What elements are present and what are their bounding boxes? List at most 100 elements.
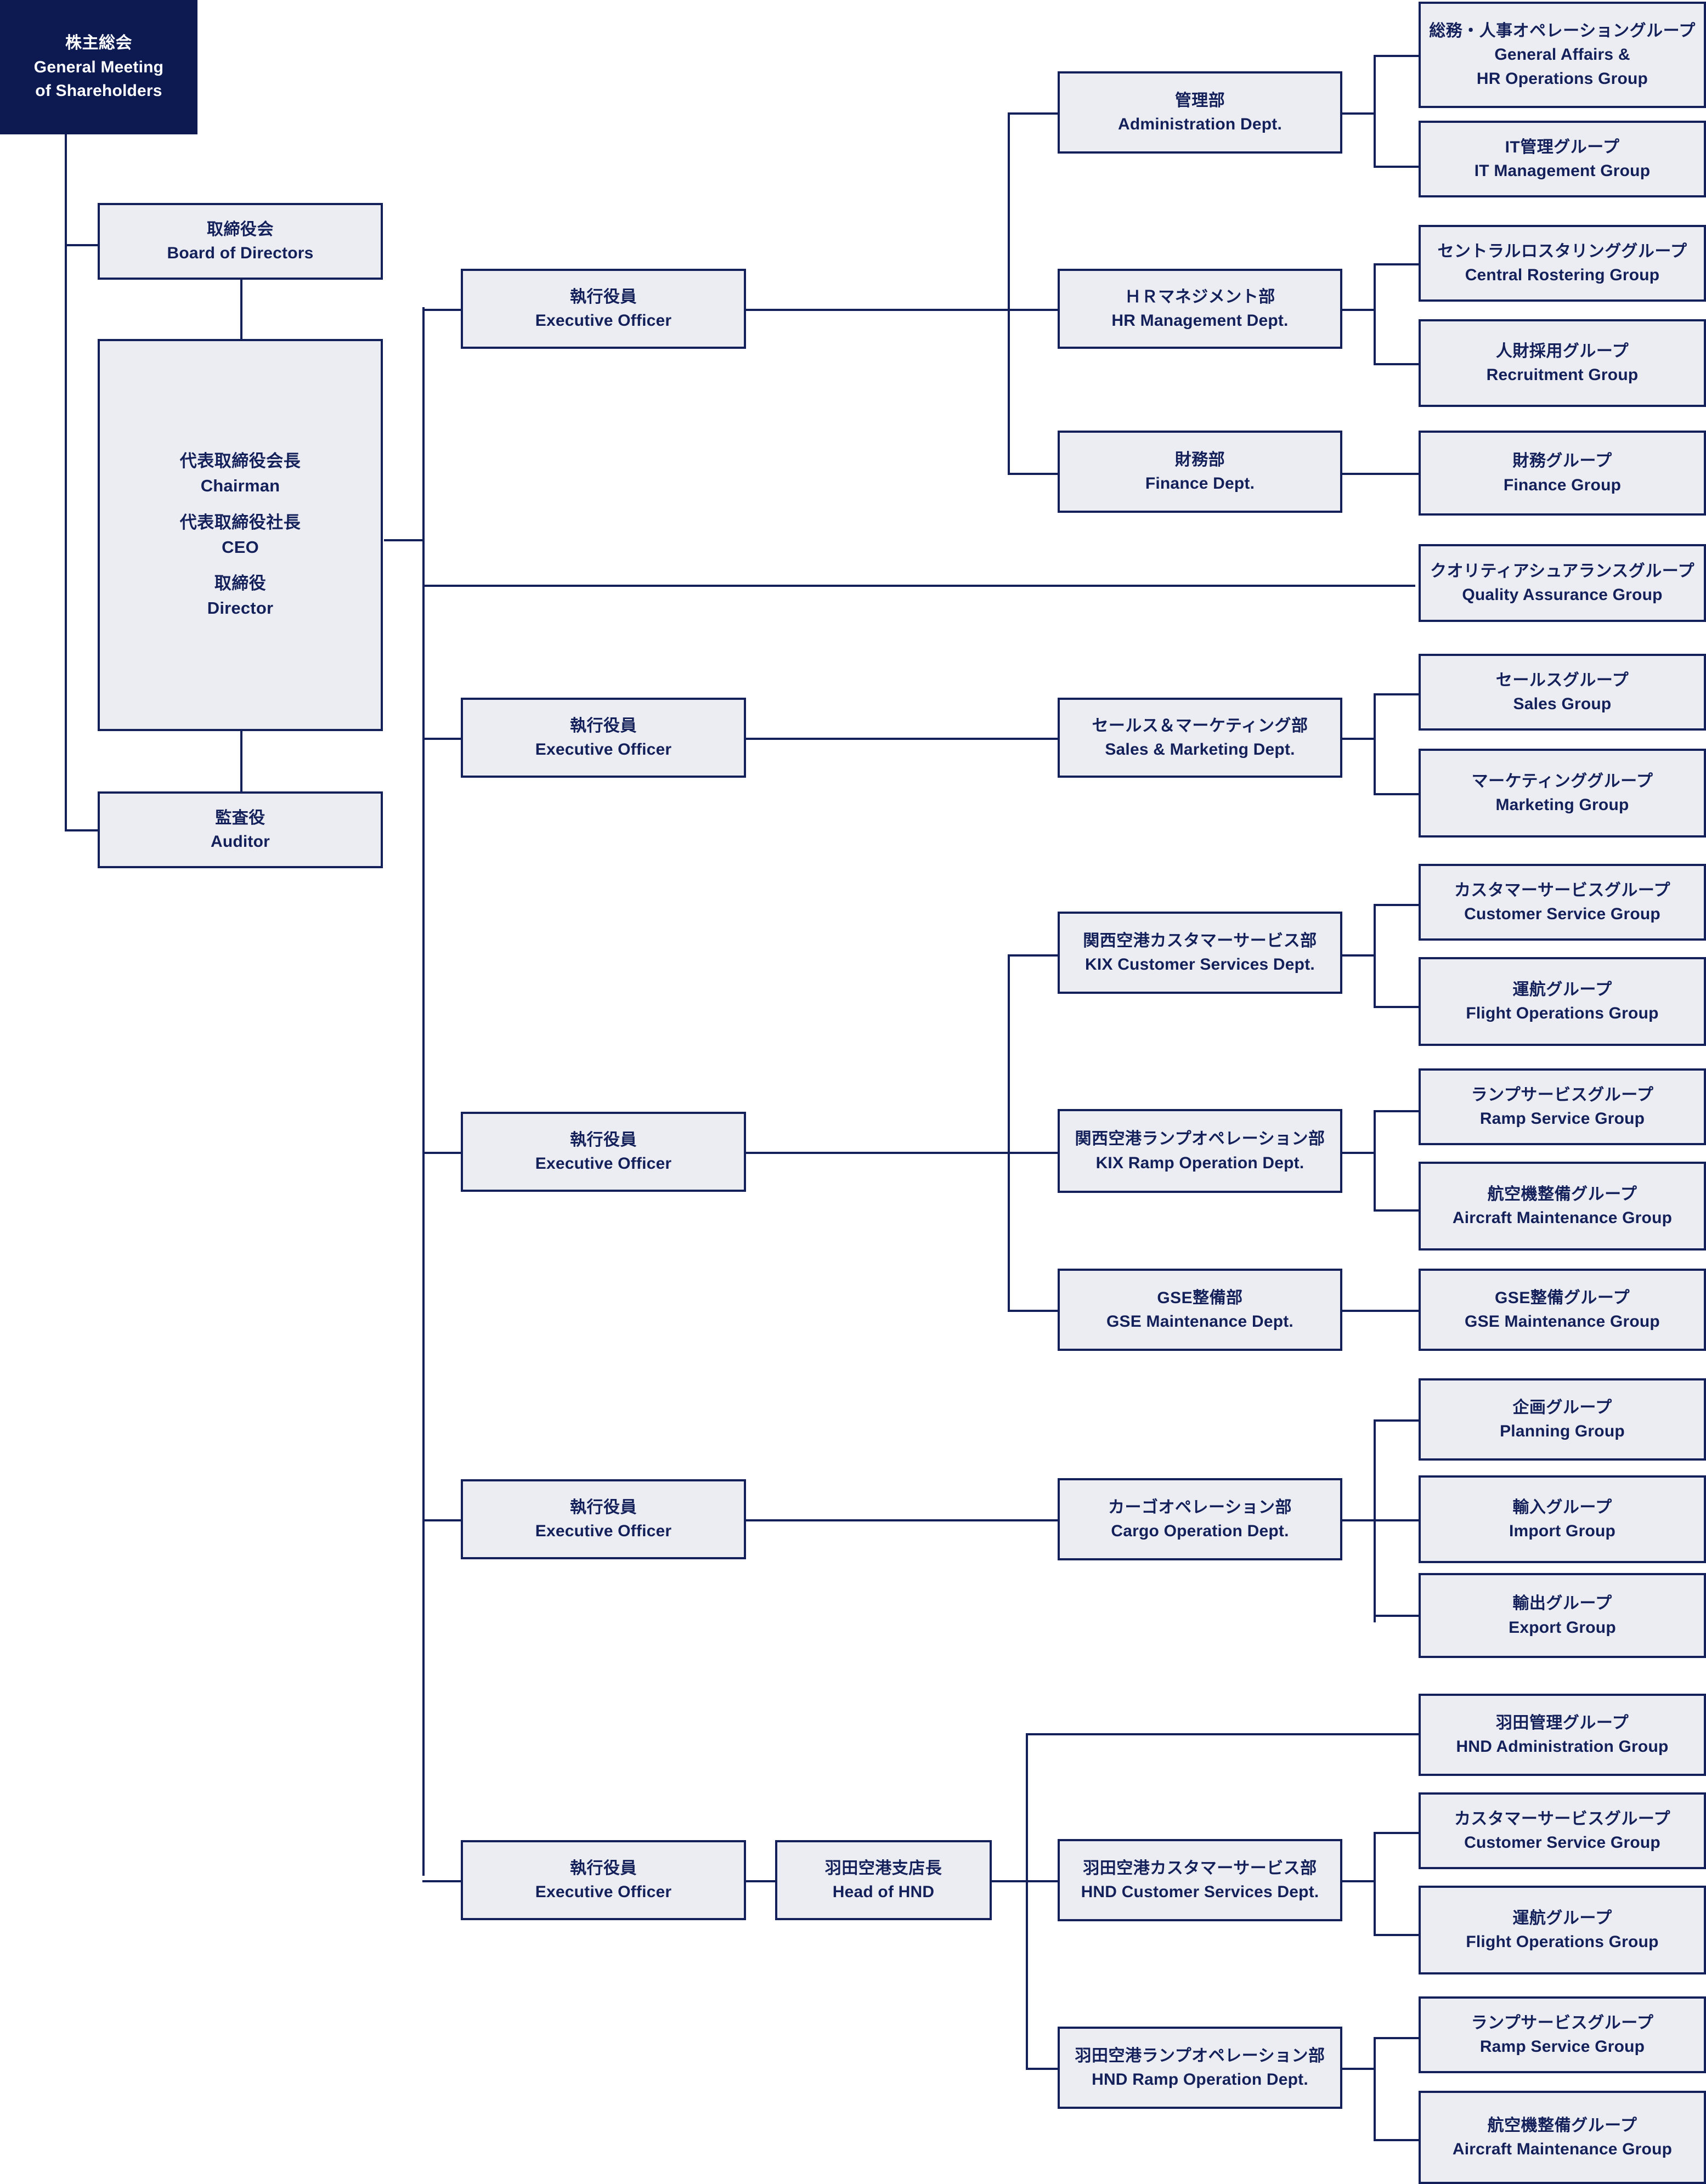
node-board-of-directors[interactable]: 取締役会 Board of Directors [98,203,383,280]
node-en-label: Chairman [200,476,280,495]
node-export-group[interactable]: 輸出グループ Export Group [1419,1573,1706,1658]
node-kix-customer-service-group[interactable]: カスタマーサービスグループ Customer Service Group [1419,864,1706,941]
connector-kixrampsvc-grp [1374,1110,1421,1112]
node-kix-ramp-service-group[interactable]: ランプサービスグループ Ramp Service Group [1419,1068,1706,1145]
node-kix-customer-services-dept[interactable]: 関西空港カスタマーサービス部 KIX Customer Services Dep… [1058,912,1342,994]
connector-hnd-bus-v [1026,1733,1028,2070]
connector-sales-out [1342,738,1375,740]
connector-ceo-auditor [240,729,242,793]
node-jp-label: GSE整備部 [1157,1288,1243,1307]
node-auditor[interactable]: 監査役 Auditor [98,791,383,868]
node-en-label: Executive Officer [535,312,672,330]
node-kix-ramp-operation-dept[interactable]: 関西空港ランプオペレーション部 KIX Ramp Operation Dept. [1058,1109,1342,1193]
node-en-label: Aircraft Maintenance Group [1452,2140,1673,2158]
connector-kixacm-grp [1374,1209,1421,1212]
connector-kixramp-v [1374,1110,1376,1211]
node-en-label: KIX Customer Services Dept. [1085,955,1315,974]
node-en-label: HND Administration Group [1456,1738,1669,1756]
node-en-label: Finance Dept. [1145,474,1255,493]
node-en-label: General Meeting of Shareholders [33,58,164,100]
node-jp-label: 株主総会 [65,34,132,53]
node-jp-label: 代表取締役会長 [179,451,301,471]
node-jp-label: GSE整備グループ [1494,1288,1630,1307]
node-it-management-group[interactable]: IT管理グループ IT Management Group [1419,121,1706,197]
node-executive-officer-4[interactable]: 執行役員 Executive Officer [461,1479,746,1559]
node-central-rostering-group[interactable]: セントラルロスタリンググループ Central Rostering Group [1419,225,1706,302]
node-en-label: Administration Dept. [1117,115,1282,133]
node-jp-label: 執行役員 [570,1130,637,1149]
node-chairman-ceo-director[interactable]: 代表取締役会長 Chairman 代表取締役社長 CEO 取締役 Directo… [98,339,383,731]
connector-kixcs-out [1342,954,1375,957]
node-en-label: Import Group [1509,1522,1616,1540]
node-hnd-ramp-service-group[interactable]: ランプサービスグループ Ramp Service Group [1419,1996,1706,2073]
node-jp-label: IT管理グループ [1505,138,1620,156]
node-planning-group[interactable]: 企画グループ Planning Group [1419,1378,1706,1461]
node-finance-group[interactable]: 財務グループ Finance Group [1419,431,1706,516]
node-en-label: Executive Officer [535,740,672,759]
node-en-label: Customer Service Group [1464,1834,1660,1852]
node-jp-label: カスタマーサービスグループ [1454,881,1671,899]
node-hnd-customer-services-dept[interactable]: 羽田空港カスタマーサービス部 HND Customer Services Dep… [1058,1839,1342,1921]
node-en-label: Central Rostering Group [1465,266,1660,284]
node-recruitment-group[interactable]: 人財採用グループ Recruitment Group [1419,319,1706,407]
node-administration-dept[interactable]: 管理部 Administration Dept. [1058,71,1342,154]
connector-eo3-bus-v [1008,954,1010,1311]
connector-eo4-cargo-dept [746,1519,1058,1521]
node-hnd-aircraft-maintenance-group[interactable]: 航空機整備グループ Aircraft Maintenance Group [1419,2091,1706,2184]
node-en-label: Planning Group [1500,1422,1625,1440]
node-en-label: HR Management Dept. [1111,312,1289,330]
ceo-role-chairman: 代表取締役会長 Chairman [180,449,301,499]
connector-eo5-head [746,1880,776,1882]
connector-export-grp [1374,1615,1421,1617]
node-en-label: Auditor [210,833,270,851]
connector-spine-eo2 [422,738,462,740]
node-jp-label: 財務部 [1174,450,1225,469]
connector-kixflight-grp [1374,1006,1421,1008]
node-en-label: IT Management Group [1474,162,1651,180]
node-sales-marketing-dept[interactable]: セールス＆マーケティング部 Sales & Marketing Dept. [1058,698,1342,778]
node-quality-assurance-group[interactable]: クオリティアシュアランスグループ Quality Assurance Group [1419,544,1706,622]
connector-marketing-grp [1374,793,1421,795]
node-marketing-group[interactable]: マーケティンググループ Marketing Group [1419,749,1706,838]
node-sales-group[interactable]: セールスグループ Sales Group [1419,654,1706,731]
node-jp-label: 人財採用グループ [1495,342,1629,360]
connector-hndcs-out [1342,1880,1375,1882]
ceo-role-director: 取締役 Director [207,572,273,621]
node-gse-maintenance-group[interactable]: GSE整備グループ GSE Maintenance Group [1419,1269,1706,1351]
node-import-group[interactable]: 輸入グループ Import Group [1419,1475,1706,1563]
node-jp-label: 運航グループ [1512,980,1612,999]
connector-bus-hndadmin-grp [1026,1733,1421,1735]
node-gse-maintenance-dept[interactable]: GSE整備部 GSE Maintenance Dept. [1058,1269,1342,1351]
node-hnd-ramp-operation-dept[interactable]: 羽田空港ランプオペレーション部 HND Ramp Operation Dept. [1058,2027,1342,2109]
node-finance-dept[interactable]: 財務部 Finance Dept. [1058,431,1342,513]
connector-planning-grp [1374,1419,1421,1422]
node-executive-officer-5[interactable]: 執行役員 Executive Officer [461,1840,746,1920]
connector-eo1-bus [746,309,1009,311]
node-executive-officer-3[interactable]: 執行役員 Executive Officer [461,1112,746,1192]
node-jp-label: セールスグループ [1495,671,1629,689]
node-jp-label: 管理部 [1174,91,1225,110]
node-hr-management-dept[interactable]: ＨＲマネジメント部 HR Management Dept. [1058,269,1342,349]
node-jp-label: 関西空港カスタマーサービス部 [1083,931,1317,950]
connector-head-bus [991,1880,1058,1882]
connector-sales-v [1374,693,1376,795]
node-en-label: Board of Directors [167,244,314,262]
node-general-affairs-hr-operations-group[interactable]: 総務・人事オペレーショングループ General Affairs & HR Op… [1419,2,1706,108]
node-executive-officer-2[interactable]: 執行役員 Executive Officer [461,698,746,778]
node-general-meeting-of-shareholders[interactable]: 株主総会 General Meeting of Shareholders [0,0,197,134]
node-head-of-hnd[interactable]: 羽田空港支店長 Head of HND [775,1840,992,1920]
node-en-label: Head of HND [832,1883,935,1901]
node-cargo-operation-dept[interactable]: カーゴオペレーション部 Cargo Operation Dept. [1058,1478,1342,1560]
node-hnd-customer-service-group[interactable]: カスタマーサービスグループ Customer Service Group [1419,1792,1706,1869]
node-kix-aircraft-maintenance-group[interactable]: 航空機整備グループ Aircraft Maintenance Group [1419,1162,1706,1251]
node-executive-officer-1[interactable]: 執行役員 Executive Officer [461,269,746,349]
node-hnd-administration-group[interactable]: 羽田管理グループ HND Administration Group [1419,1694,1706,1776]
ceo-role-ceo: 代表取締役社長 CEO [180,511,301,560]
node-kix-flight-operations-group[interactable]: 運航グループ Flight Operations Group [1419,957,1706,1046]
connector-spine-eo5 [422,1880,462,1882]
node-en-label: Aircraft Maintenance Group [1452,1209,1673,1227]
connector-bus-admin-dept [1008,112,1058,115]
node-jp-label: 運航グループ [1512,1909,1612,1927]
node-jp-label: 企画グループ [1512,1398,1612,1417]
node-hnd-flight-operations-group[interactable]: 運航グループ Flight Operations Group [1419,1886,1706,1974]
